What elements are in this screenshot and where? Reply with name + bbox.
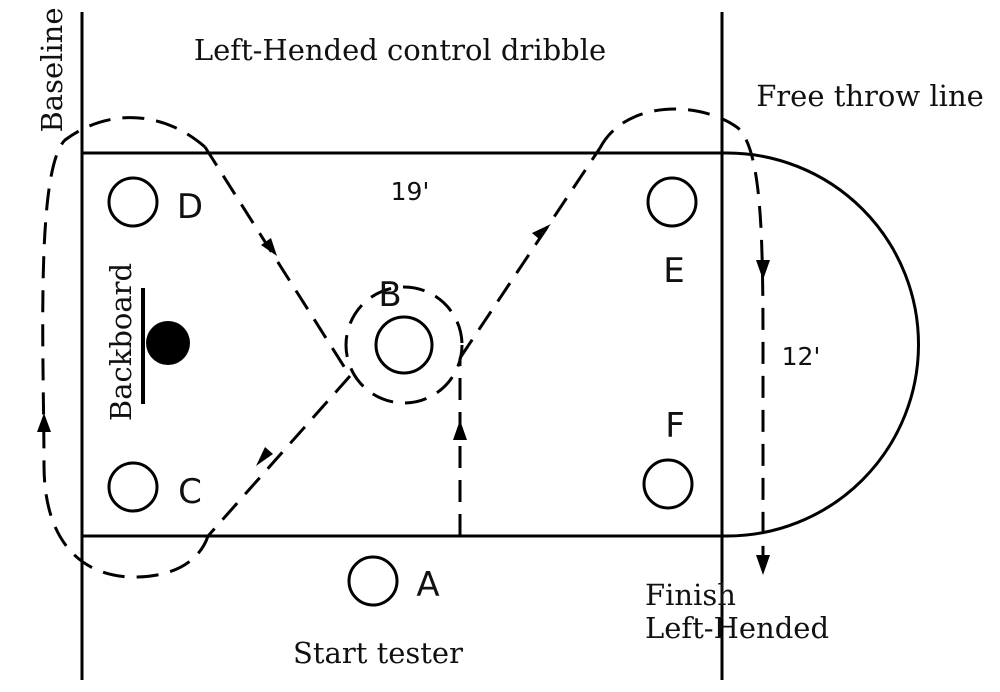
finish-label-line1: Finish (645, 578, 736, 612)
baseline-label: Baseline (35, 7, 69, 132)
cone-c-label: C (178, 472, 202, 512)
cone-e-label: E (663, 251, 684, 291)
arrow-baseline-up (37, 413, 51, 432)
arrow-free-throw-down-1 (756, 260, 770, 280)
lane-length-label: 19' (391, 177, 430, 206)
arrow-b-to-e (532, 224, 551, 239)
arrow-d-to-b (261, 238, 277, 256)
dribble-path-d-to-b (203, 146, 352, 377)
finish-label-line2: Left-Hended (645, 611, 829, 645)
start-label: Start tester (293, 636, 463, 670)
dribble-path-b-to-c (206, 375, 352, 537)
dribble-path-b-to-e (458, 147, 602, 359)
cone-b-circle-path (344, 285, 464, 405)
cone-b-label: B (378, 275, 401, 315)
arrow-start-up (453, 420, 467, 440)
cone-c (107, 461, 159, 513)
cone-a-label: A (416, 565, 439, 605)
cone-f-label: F (665, 406, 685, 446)
cone-d (107, 176, 159, 228)
free-throw-line-label: Free throw line (756, 79, 984, 113)
cone-d-label: D (177, 187, 203, 227)
free-throw-circle (722, 151, 920, 538)
cone-a (347, 555, 399, 607)
lane-width-label: 12' (782, 342, 821, 371)
dribble-path-baseline-loop (41, 116, 210, 579)
diagram-title: Left-Hended control dribble (194, 33, 606, 67)
arrow-free-throw-down-2 (756, 555, 770, 575)
basket (146, 321, 190, 365)
cone-f (642, 458, 694, 510)
cone-e (646, 176, 698, 228)
cone-b (374, 315, 434, 375)
arrow-b-to-c (256, 447, 273, 466)
backboard-label: Backboard (104, 263, 138, 421)
